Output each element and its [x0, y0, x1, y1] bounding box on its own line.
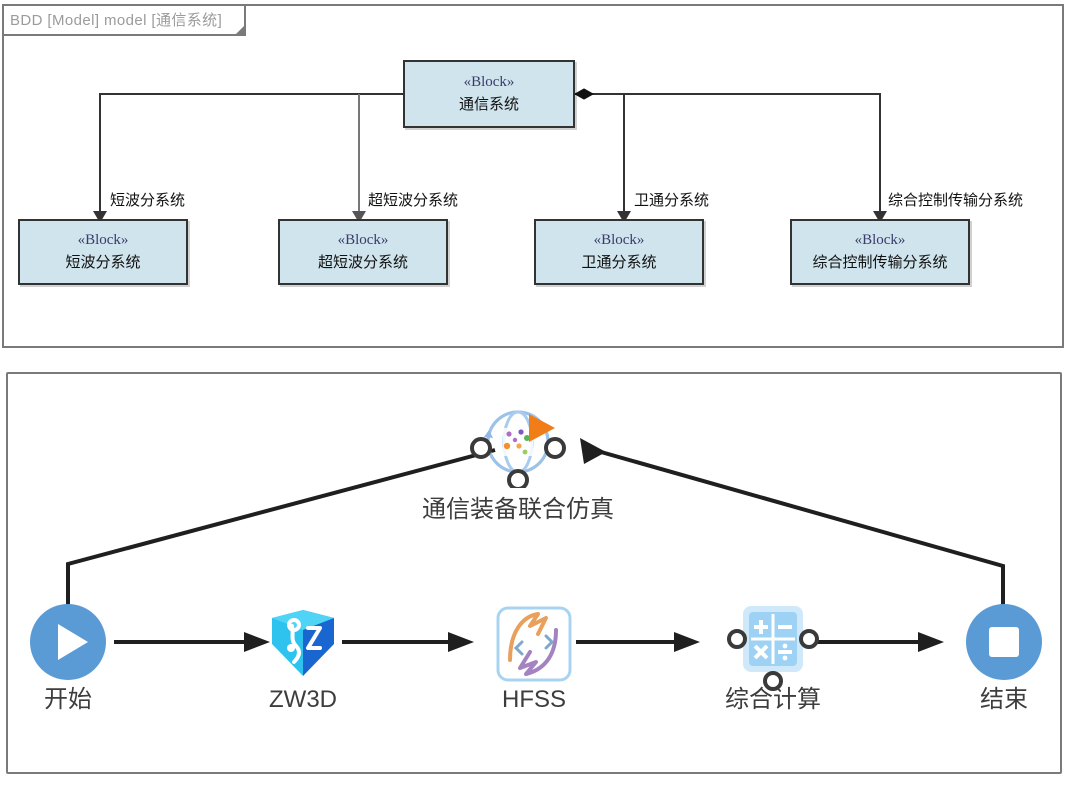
block-name: 通信系统	[458, 96, 519, 113]
block-node-integrated-control[interactable]: «Block» 综合控制传输分系统	[790, 219, 970, 285]
workflow-node-label-comprehensive-calculation: 综合计算	[725, 686, 821, 713]
workflow-node-start[interactable]	[28, 602, 108, 682]
block-node-satcom[interactable]: «Block» 卫通分系统	[534, 219, 704, 285]
workflow-node-label-joint-simulation: 通信装备联合仿真	[422, 496, 614, 523]
bdd-frame-label: BDD [Model] model [通信系统]	[4, 6, 247, 36]
workflow-node-label-hfss: HFSS	[501, 686, 566, 713]
workflow-node-hfss[interactable]	[494, 604, 574, 684]
bdd-diagram-panel: BDD [Model] model [通信系统]	[2, 4, 1064, 348]
workflow-node-label-zw3d: ZW3D	[269, 686, 337, 713]
block-stereotype: «Block»	[463, 74, 515, 90]
block-node-root[interactable]: «Block» 通信系统	[403, 60, 575, 128]
workflow-node-zw3d[interactable]	[264, 604, 342, 682]
block-name: 综合控制传输分系统	[812, 254, 948, 271]
workflow-node-comprehensive-calculation[interactable]	[718, 596, 828, 692]
zw3d-icon	[272, 610, 334, 676]
block-stereotype: «Block»	[854, 232, 906, 248]
workflow-node-joint-simulation[interactable]	[463, 396, 573, 488]
block-node-ultrashortwave[interactable]: «Block» 超短波分系统	[278, 219, 448, 285]
edge-label-integrated-control: 综合控制传输分系统	[888, 192, 1024, 209]
block-name: 短波分系统	[65, 254, 141, 271]
block-name: 卫通分系统	[581, 254, 657, 271]
edge-label-shortwave: 短波分系统	[110, 192, 186, 209]
block-name: 超短波分系统	[317, 254, 408, 271]
calculator-icon	[727, 606, 819, 691]
workflow-node-label-start: 开始	[44, 686, 92, 713]
block-stereotype: «Block»	[337, 232, 389, 248]
edge-label-ultrashortwave: 超短波分系统	[368, 192, 459, 209]
block-stereotype: «Block»	[593, 232, 645, 248]
play-circle-icon	[30, 604, 106, 680]
joint-simulation-icon	[470, 410, 566, 488]
workflow-node-end[interactable]	[964, 602, 1044, 682]
stop-circle-icon	[966, 604, 1042, 680]
edge-label-satcom: 卫通分系统	[634, 192, 710, 209]
workflow-node-label-end: 结束	[980, 686, 1028, 713]
block-stereotype: «Block»	[77, 232, 129, 248]
workflow-diagram-panel: 通信装备联合仿真 开始 ZW3D	[6, 372, 1062, 774]
bdd-connector-lines	[93, 88, 887, 223]
hfss-icon	[496, 606, 572, 682]
block-node-shortwave[interactable]: «Block» 短波分系统	[18, 219, 188, 285]
